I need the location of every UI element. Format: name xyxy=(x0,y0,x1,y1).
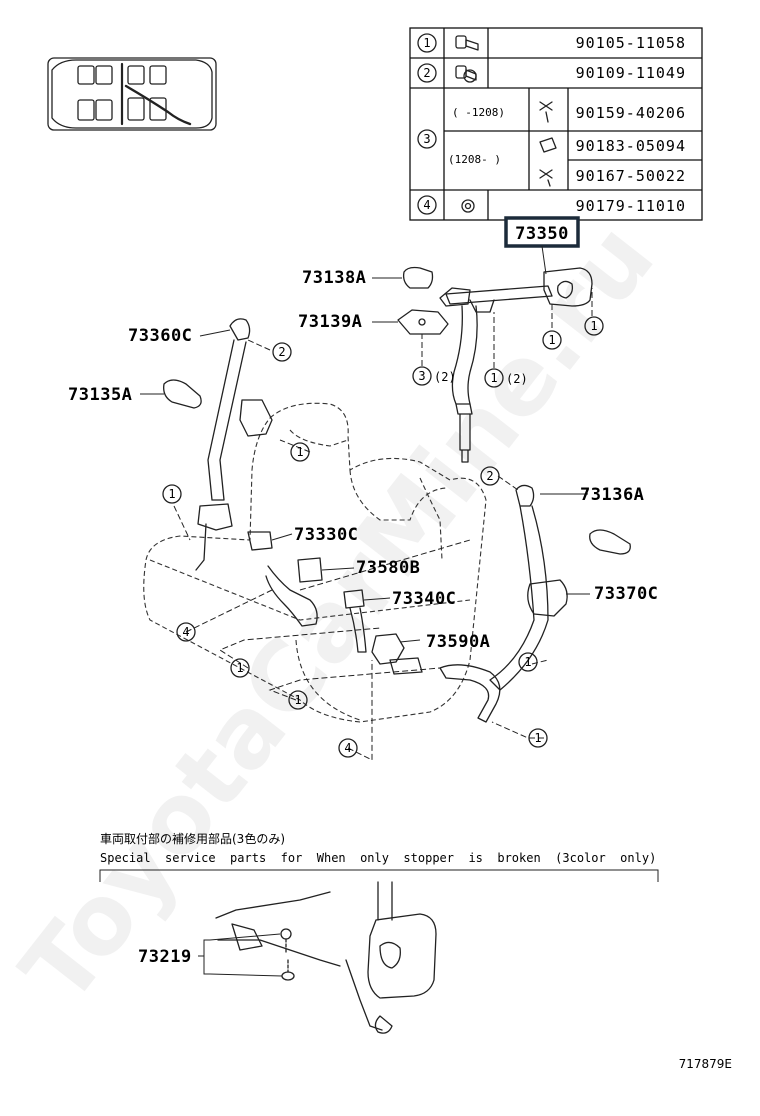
stopper-washer-icon xyxy=(281,971,295,981)
figure-id: 717879E xyxy=(679,1057,732,1071)
ref-2-label-a: 2 xyxy=(278,345,285,359)
table-part-90167-50022: 90167-50022 xyxy=(576,167,686,185)
callout-73136A[interactable]: 73136A xyxy=(580,485,644,505)
stopper-button-icon xyxy=(280,928,292,940)
ref-circle-1-center-a: 1 xyxy=(230,658,250,678)
part-73330C-shape xyxy=(247,531,273,551)
ref-1-label-e: 1 xyxy=(168,487,175,501)
rear-seat-outline xyxy=(143,402,487,723)
ref-circle-2-right: 2 xyxy=(480,466,500,486)
leader-73350 xyxy=(541,245,547,275)
callout-73139A[interactable]: 73139A xyxy=(298,312,362,332)
part-73135A-shape xyxy=(163,379,202,409)
highlight-part-number: 73350 xyxy=(515,224,569,244)
table-ref-3: 3 xyxy=(423,132,430,146)
ref-circle-2-left: 2 xyxy=(272,342,292,362)
vehicle-location-icon xyxy=(47,57,217,131)
table-ref-2: 2 xyxy=(423,66,430,80)
ref-circle-1x2: 1 (2) xyxy=(484,368,528,388)
nut-icon xyxy=(461,199,475,213)
table-part-90105-11058: 90105-11058 xyxy=(576,34,686,52)
ref-1-label-d: 1 xyxy=(296,445,303,459)
ref-1-qty: (2) xyxy=(506,372,528,386)
ref-circle-2 xyxy=(417,63,437,83)
table-ref-4: 4 xyxy=(423,198,430,212)
service-note-english: Special service parts for When only stop… xyxy=(100,851,656,865)
ref-3-qty: (2) xyxy=(434,370,456,384)
ref-circle-1-right-lower: 1 xyxy=(528,728,548,748)
ref-circle-4 xyxy=(417,195,437,215)
part-73590A-shape xyxy=(371,633,405,665)
ref-circle-1 xyxy=(417,33,437,53)
right-belt-assembly xyxy=(439,484,568,723)
roof-belt-webbing xyxy=(451,305,478,405)
callout-73340C[interactable]: 73340C xyxy=(392,589,456,609)
ref-1-label-b: 1 xyxy=(548,333,555,347)
table-ref-1: 1 xyxy=(423,36,430,50)
ref-1-label-i: 1 xyxy=(534,731,541,745)
callout-73138A[interactable]: 73138A xyxy=(302,268,366,288)
callout-73580B[interactable]: 73580B xyxy=(356,558,420,578)
left-belt-assembly xyxy=(195,318,273,571)
service-detail-drawing xyxy=(215,881,437,1034)
ref-circle-1-retractor-a: 1 xyxy=(542,330,562,350)
range-before-1208: ( -1208) xyxy=(452,106,505,119)
ref-circle-4-center: 4 xyxy=(338,738,358,758)
ref-circle-3x2: 3 (2) xyxy=(412,366,456,386)
table-part-90109-11049: 90109-11049 xyxy=(576,64,686,82)
leader-lines xyxy=(140,277,593,761)
range-after-1208: (1208- ) xyxy=(448,153,501,166)
ref-4-label-a: 4 xyxy=(182,625,189,639)
part-73139A-shape xyxy=(397,309,449,335)
screw-icon xyxy=(539,101,553,123)
ref-circle-1-left-lower: 1 xyxy=(162,484,182,504)
ref-circle-1-retractor-b: 1 xyxy=(584,316,604,336)
highlight-part-box[interactable]: 73350 xyxy=(504,216,580,248)
table-part-90159-40206: 90159-40206 xyxy=(576,104,686,122)
ref-4-label-b: 4 xyxy=(344,741,351,755)
callout-73360C[interactable]: 73360C xyxy=(128,326,192,346)
ref-circle-4-left: 4 xyxy=(176,622,196,642)
ref-1-label-g: 1 xyxy=(236,661,243,675)
ref-circle-1-center-b: 1 xyxy=(288,690,308,710)
ref-1-label-c: 1 xyxy=(590,319,597,333)
roof-belt-tongue xyxy=(455,403,473,463)
callout-73330C[interactable]: 73330C xyxy=(294,525,358,545)
part-73138A-shape xyxy=(402,266,434,289)
service-note-japanese: 車両取付部の補修用部品(3色のみ) xyxy=(100,831,285,846)
ref-circle-3 xyxy=(417,129,437,149)
part-73136A-shape xyxy=(589,529,631,555)
ref-3-label: 3 xyxy=(418,369,425,383)
center-belt-strap xyxy=(265,565,318,627)
table-part-90183-05094: 90183-05094 xyxy=(576,137,686,155)
leader-73219-lines xyxy=(209,933,283,977)
bolt-icon xyxy=(455,35,479,51)
part-73580B-shape xyxy=(297,557,323,583)
center-buckle-strap xyxy=(349,607,367,653)
callout-73219[interactable]: 73219 xyxy=(138,947,192,967)
callout-73370C[interactable]: 73370C xyxy=(594,584,658,604)
fastener-table: 1 2 3 4 ( -1208 xyxy=(409,27,703,221)
roof-retractor xyxy=(439,267,593,313)
callout-73590A[interactable]: 73590A xyxy=(426,632,490,652)
ref-2-label-b: 2 xyxy=(486,469,493,483)
bolt-washer-icon xyxy=(455,65,477,83)
leader-73219-bracket xyxy=(198,939,210,975)
screw-washer-icon xyxy=(539,169,553,187)
ref-1-label-h: 1 xyxy=(294,693,301,707)
service-bracket xyxy=(99,869,659,882)
part-73340C-shape xyxy=(343,589,365,609)
table-part-90179-11010: 90179-11010 xyxy=(576,197,686,215)
ref-circle-1-left-upper: 1 xyxy=(290,442,310,462)
ref-1-label-f: 1 xyxy=(524,655,531,669)
callout-73135A[interactable]: 73135A xyxy=(68,385,132,405)
ref-circle-1-right: 1 xyxy=(518,652,538,672)
clip-nut-icon xyxy=(539,137,557,153)
ref-1-label-a: 1 xyxy=(490,371,497,385)
